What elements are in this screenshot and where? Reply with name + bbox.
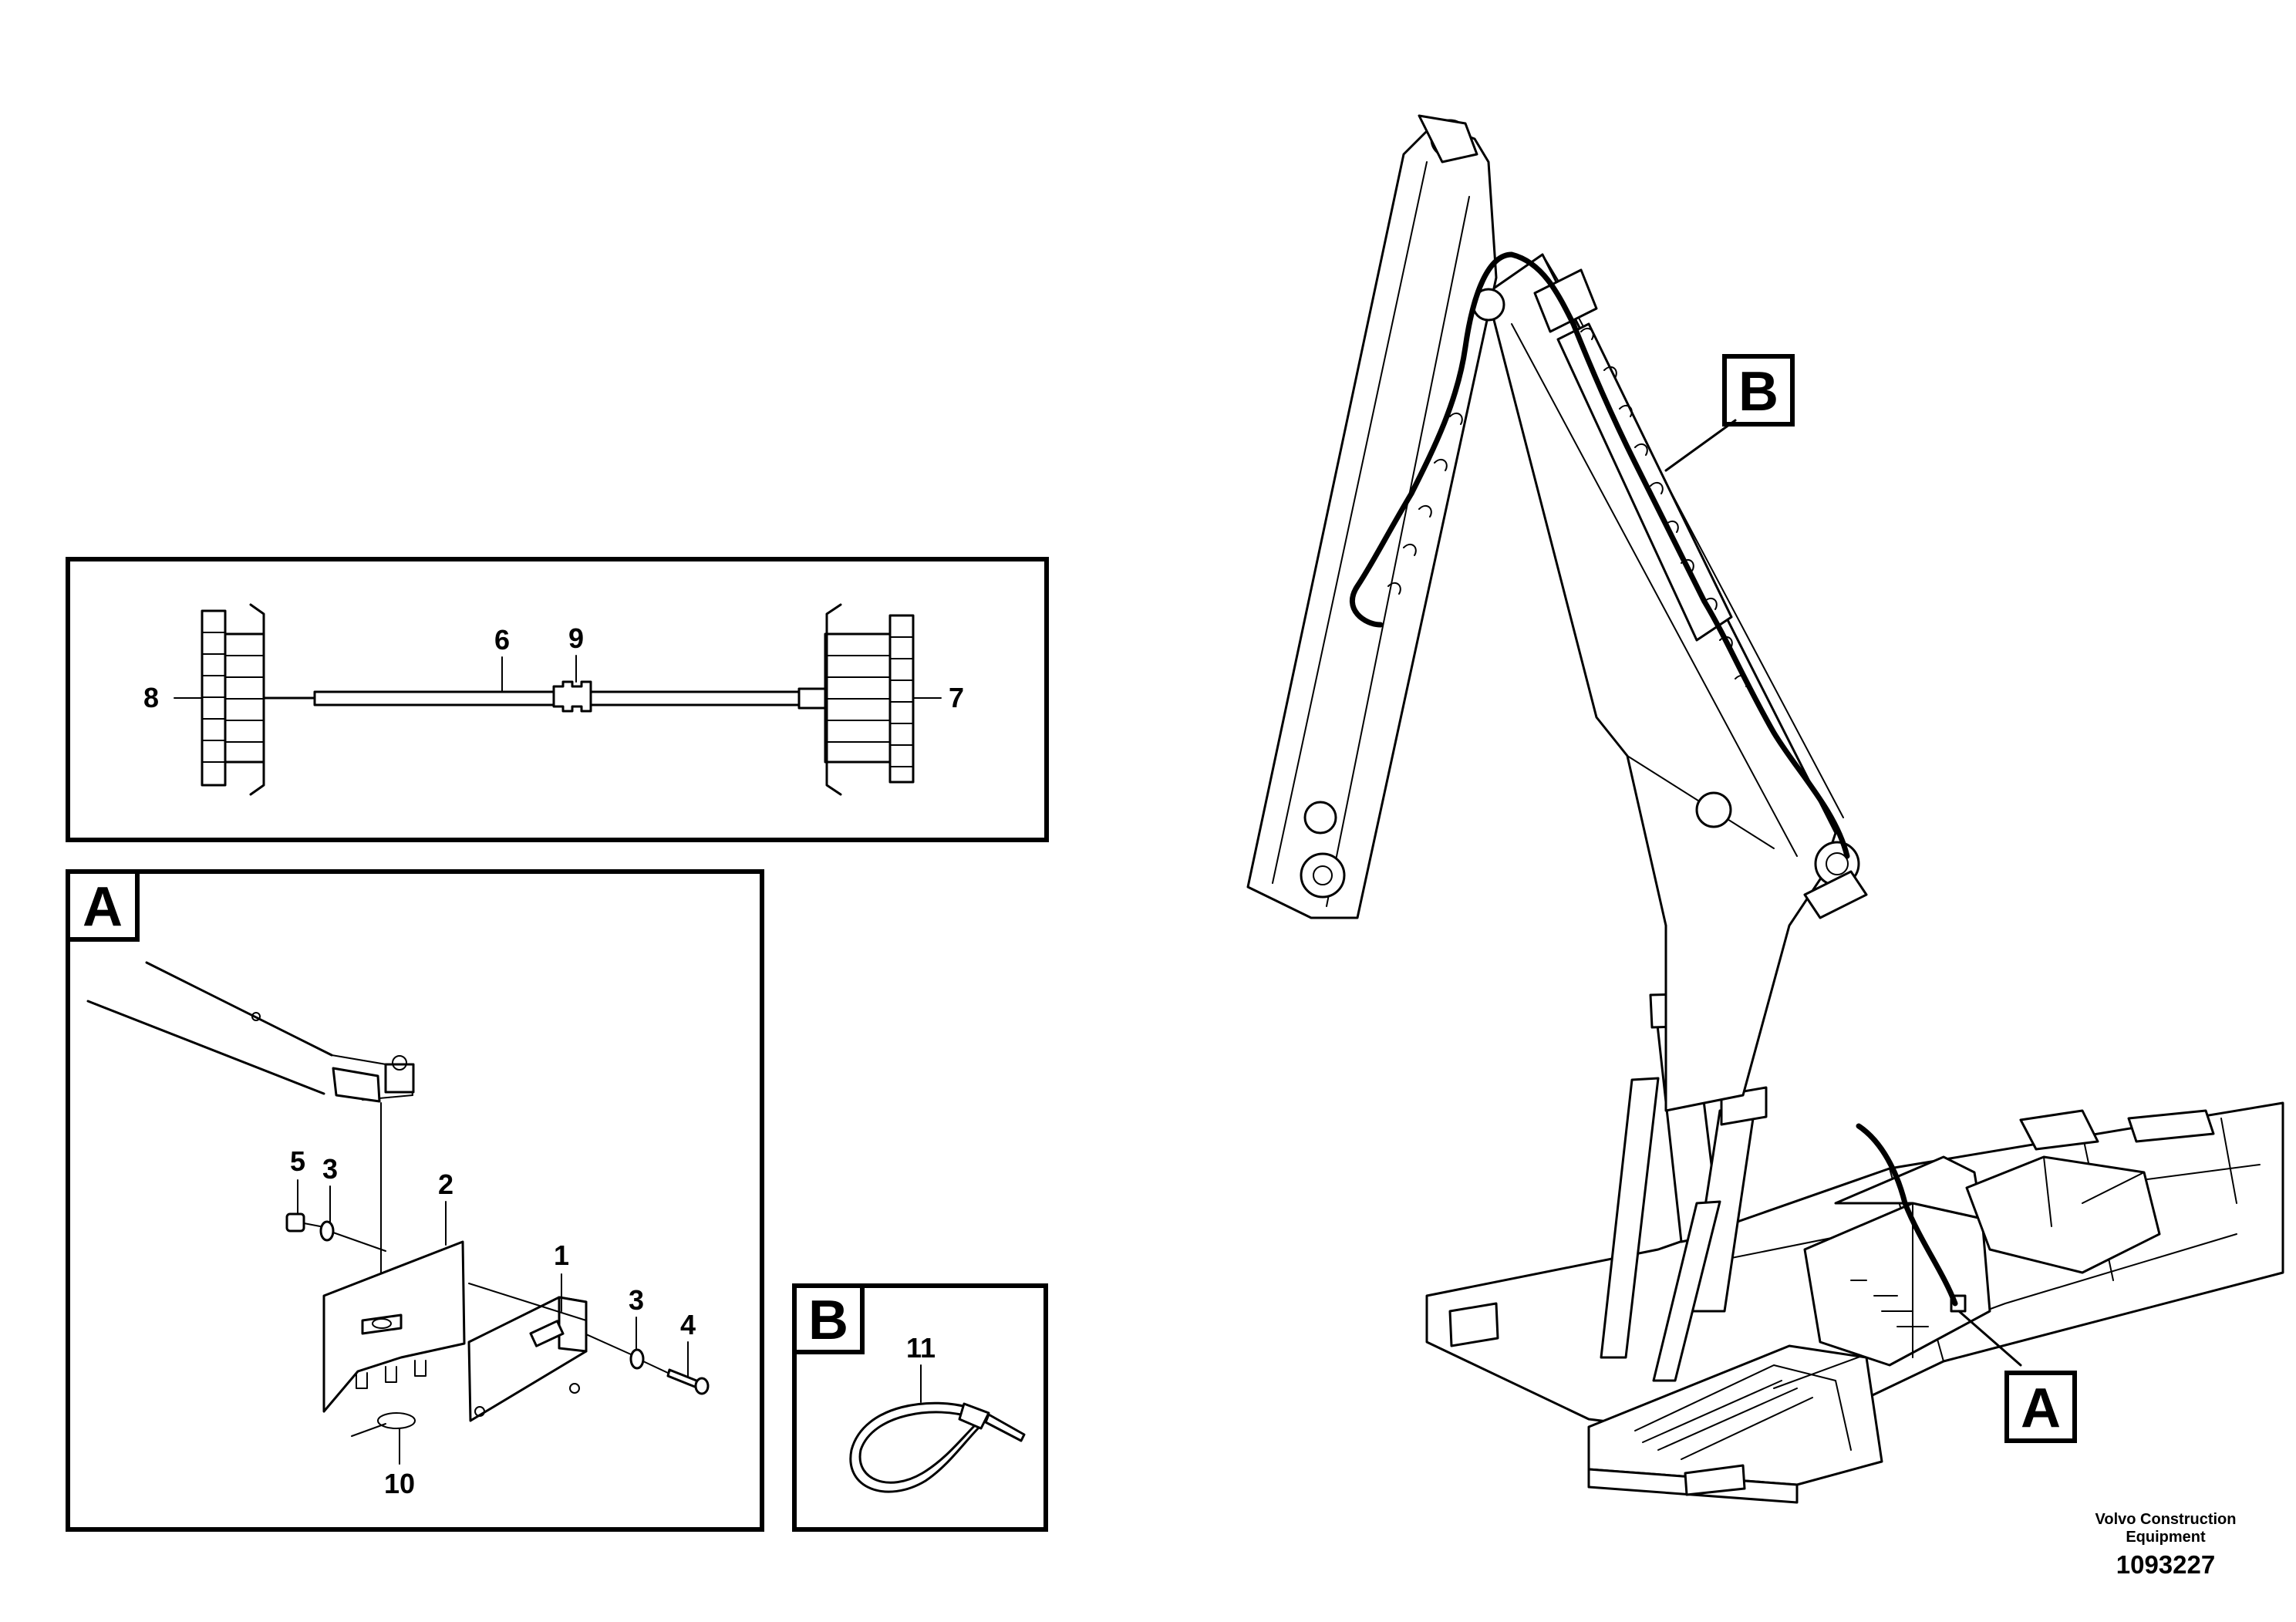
callout-3-right: 3 — [629, 1284, 644, 1316]
boom — [1485, 253, 1868, 1112]
boom-cylinder-right — [1652, 1086, 1768, 1382]
company-name-line2: Equipment — [2126, 1529, 2206, 1546]
callout-10: 10 — [384, 1468, 415, 1499]
cable-harness-segment — [262, 680, 827, 713]
connector-plug-left — [201, 603, 265, 796]
rear-structure — [1965, 1109, 2215, 1274]
pointer-b-label: B — [1738, 361, 1778, 423]
illustration-number: 1093227 — [2116, 1550, 2215, 1579]
callout-2: 2 — [438, 1168, 453, 1200]
callout-3-left: 3 — [322, 1153, 338, 1185]
company-name-line1: Volvo Construction — [2095, 1511, 2237, 1528]
pointer-a — [1957, 1310, 2077, 1443]
detail-a-label: A — [83, 876, 123, 938]
callout-6: 6 — [494, 624, 510, 656]
detail-b-label: B — [808, 1290, 848, 1351]
callout-1: 1 — [554, 1239, 569, 1271]
callout-7: 7 — [949, 682, 964, 713]
cable-clip — [552, 680, 592, 713]
bolt — [666, 1368, 710, 1395]
dipper-arm — [1246, 114, 1505, 919]
callout-11: 11 — [906, 1332, 936, 1364]
control-unit — [467, 1296, 588, 1422]
connector-plug-right — [824, 603, 915, 796]
boom-fragment — [86, 961, 415, 1304]
pointer-b — [1664, 354, 1795, 472]
detail-b-panel — [792, 1283, 1048, 1532]
callout-8: 8 — [143, 682, 159, 713]
detail-a-panel — [66, 869, 764, 1532]
cable-tie-a — [351, 1412, 416, 1437]
mounting-bracket — [322, 1240, 466, 1413]
washer-right — [629, 1348, 645, 1370]
electrical-cabinet — [1803, 1155, 1991, 1367]
machine-overview — [1246, 114, 2284, 1504]
callout-9: 9 — [568, 622, 584, 654]
callout-4: 4 — [680, 1309, 696, 1340]
washer-left — [319, 1220, 335, 1242]
callout-5: 5 — [290, 1145, 305, 1177]
nut — [285, 1212, 305, 1233]
connector-detail-panel — [66, 557, 1049, 842]
wiring-harness — [1350, 251, 1958, 1307]
cable-tie-b — [849, 1401, 1026, 1493]
pointer-a-label: A — [2021, 1378, 2061, 1439]
